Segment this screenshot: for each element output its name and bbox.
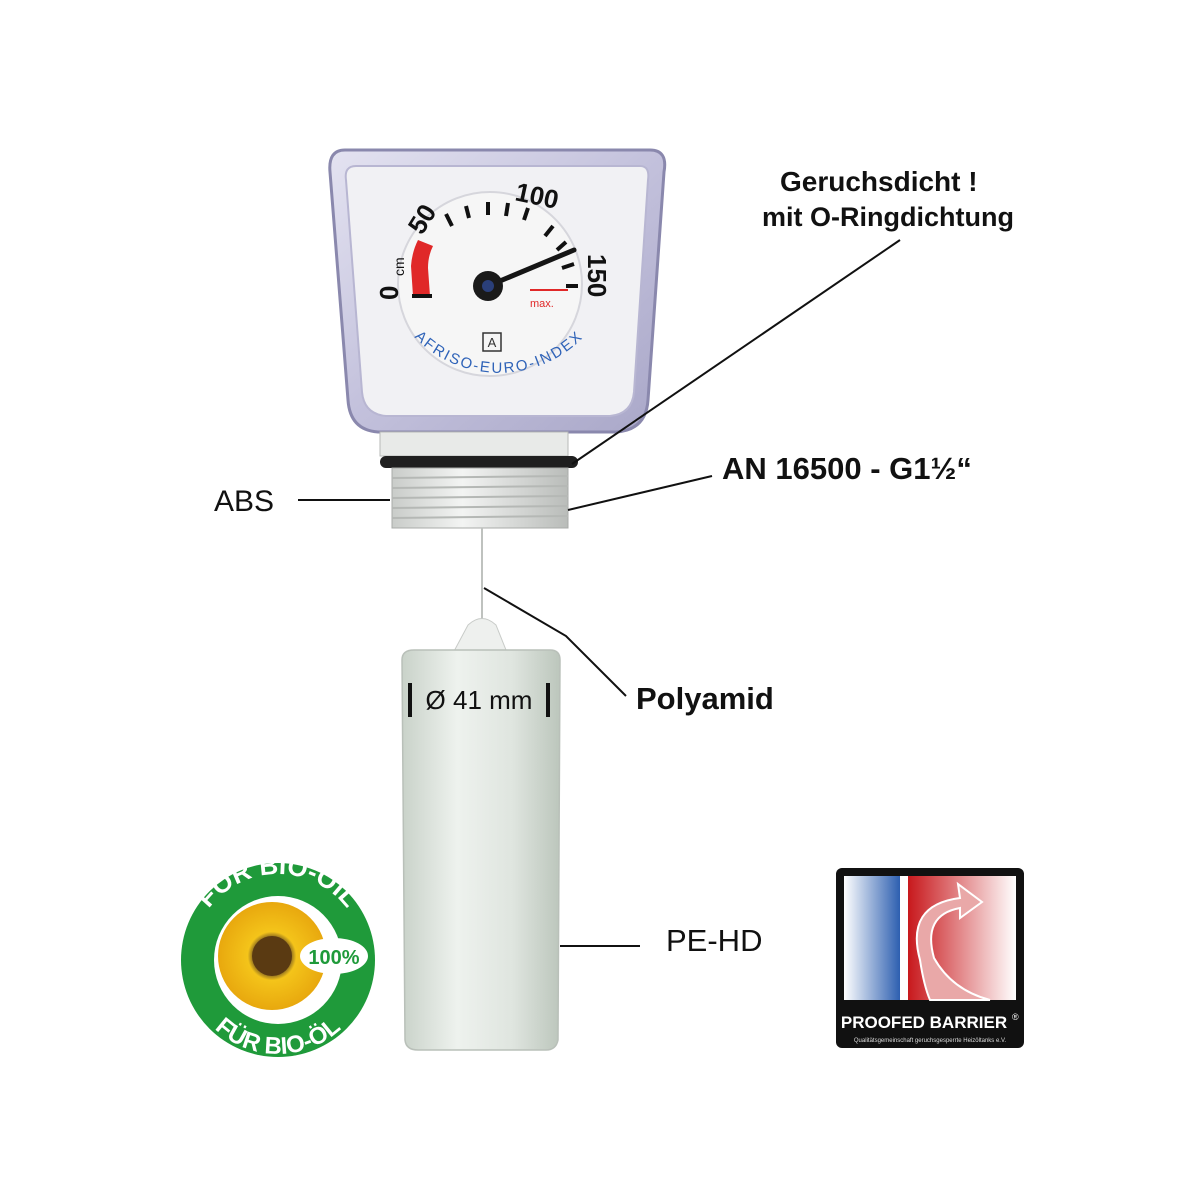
scale-unit: cm	[391, 257, 407, 276]
dimension-bar-right	[546, 683, 551, 717]
bio-percent: 100%	[308, 947, 359, 969]
leader-odor	[571, 239, 901, 465]
dial-red-zone	[411, 240, 433, 296]
dial-ticks	[412, 202, 578, 298]
barrier-arrow-icon	[915, 881, 991, 1001]
diameter-dimension: Ø 41 mm	[398, 680, 560, 720]
barrier-subtext: Qualitätsgemeinschaft geruchsgesperrte H…	[854, 1038, 1007, 1044]
leader-lines	[298, 239, 901, 947]
scale-label-0: 0	[374, 286, 404, 300]
barrier-registered: ®	[1012, 1012, 1019, 1022]
callout-pehd: PE-HD	[666, 923, 763, 958]
diameter-label: Ø 41 mm	[425, 684, 533, 715]
float-cylinder	[401, 618, 561, 1051]
leader-thread	[567, 475, 713, 511]
gauge-head: A 0 cm 50 100 150 max. AFRISO-EURO-INDEX	[328, 148, 667, 434]
gauge-needle	[485, 247, 577, 289]
gauge-neck	[379, 431, 578, 529]
max-label: max.	[530, 298, 554, 310]
sunflower-icon	[218, 902, 326, 1010]
afriso-logo-letter: A	[488, 335, 497, 350]
proofed-barrier-badge: PROOFED BARRIER ® Qualitätsgemeinschaft …	[836, 868, 1024, 1048]
callout-odor-line1: Geruchsdicht !	[780, 166, 978, 197]
callout-polyamid: Polyamid	[636, 681, 774, 716]
afriso-logo-box	[482, 332, 502, 352]
callout-abs: ABS	[214, 485, 275, 518]
scale-label-150: 150	[582, 254, 612, 297]
barrier-label: PROOFED BARRIER	[841, 1013, 1007, 1032]
callout-thread: AN 16500 - G1½“	[722, 451, 972, 486]
bio-oil-badge: FOR BIO-OIL FÜR BIO-ÖL 100%	[181, 850, 375, 1060]
dimension-bar-left	[407, 683, 412, 717]
leader-polyamid	[483, 587, 627, 697]
callout-odor-line2: mit O-Ringdichtung	[762, 202, 1014, 232]
o-ring	[380, 456, 578, 468]
